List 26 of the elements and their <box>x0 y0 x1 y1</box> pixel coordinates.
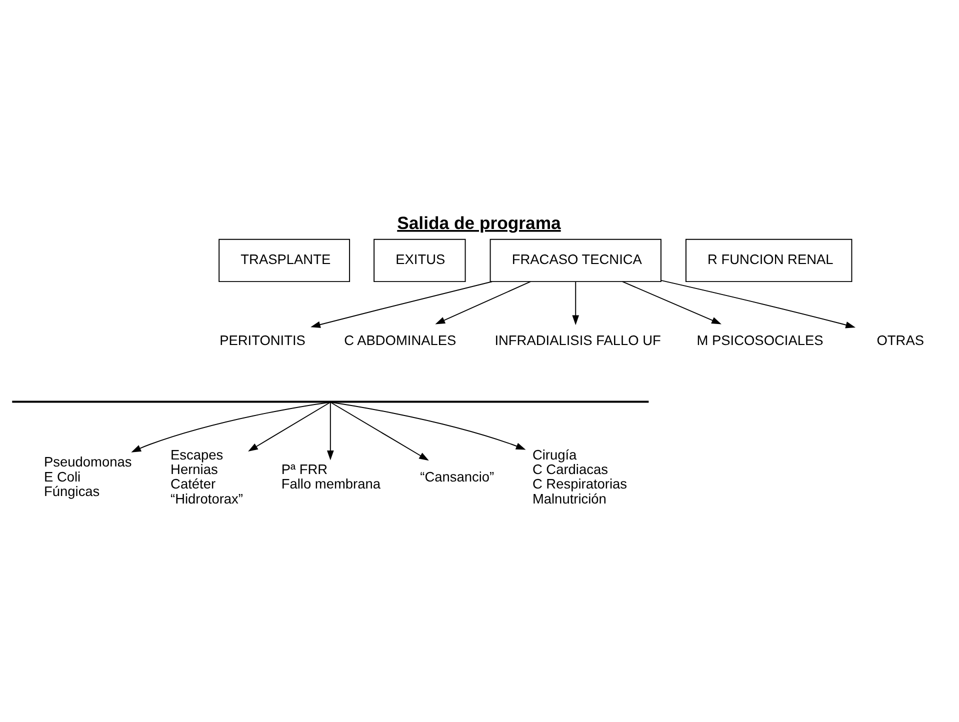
node-text: PERITONITIS <box>220 332 306 348</box>
node-text: C ABDOMINALES <box>344 332 456 348</box>
node-bar <box>12 400 649 402</box>
diagram-title: Salida de programa <box>397 212 561 232</box>
arrow <box>572 280 580 325</box>
node-text: M PSICOSOCIALES <box>696 332 824 348</box>
arrow <box>310 280 493 328</box>
node-text: Pseudomonas E Coli Fúngicas <box>44 454 132 499</box>
arrow <box>330 401 526 450</box>
node-text: OTRAS <box>876 332 924 348</box>
arrow <box>248 401 331 451</box>
node-box: R FUNCION RENAL <box>685 238 852 282</box>
node-text: INFRADIALISIS FALLO UF <box>494 332 661 348</box>
arrow <box>435 280 532 324</box>
arrow <box>622 280 722 324</box>
node-box: TRASPLANTE <box>218 238 350 282</box>
arrow <box>330 401 429 460</box>
node-text: “Cansancio” <box>420 468 494 484</box>
arrow <box>660 279 856 328</box>
arrow <box>131 401 331 452</box>
arrow <box>326 401 334 460</box>
node-box: FRACASO TECNICA <box>490 238 662 282</box>
node-text: Cirugía C Cardiacas C Respiratorias Malnutrición <box>532 446 628 506</box>
node-text: Pª FRR Fallo membrana <box>281 462 380 492</box>
node-box: EXITUS <box>374 238 466 282</box>
node-text: Escapes Hernias Catéter “Hidrotorax” <box>170 446 243 506</box>
